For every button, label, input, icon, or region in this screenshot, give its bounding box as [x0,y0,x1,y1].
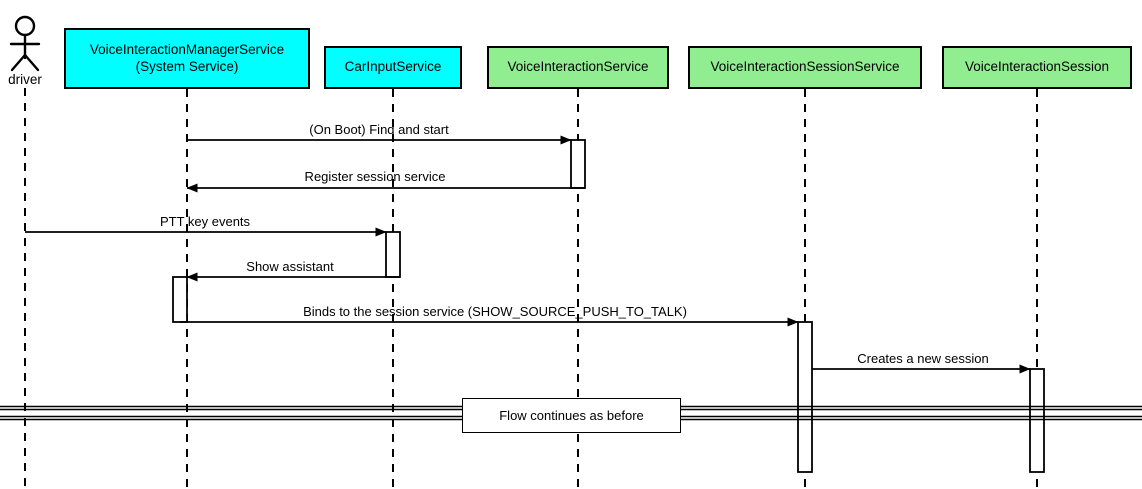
message-label-m5: Binds to the session service (SHOW_SOURC… [303,304,687,319]
participant-box-vims[interactable]: VoiceInteractionManagerService (System S… [64,28,310,89]
actor-head-icon [14,15,36,37]
actor-label: driver [8,72,42,87]
message-arrows-group [25,135,1031,374]
message-label-m4: Show assistant [246,259,334,274]
participant-box-vsess[interactable]: VoiceInteractionSession [942,46,1132,89]
actor-leg-right [23,53,40,72]
activation-bars-group [172,139,1045,473]
activation-bar-vis [570,139,586,189]
participant-box-vis[interactable]: VoiceInteractionService [487,46,669,89]
participant-box-viss[interactable]: VoiceInteractionSessionService [688,46,922,89]
actor-leg-left [10,53,27,72]
divider-note-box: Flow continues as before [462,398,681,433]
participant-label-vsess: VoiceInteractionSession [964,59,1110,75]
participant-box-cis[interactable]: CarInputService [324,46,462,89]
activation-bar-cis [385,231,401,278]
participant-label-viss: VoiceInteractionSessionService [710,59,900,75]
message-label-m3: PTT key events [159,214,251,229]
activation-bar-vims [172,276,188,323]
participant-label-vims: VoiceInteractionManagerService (System S… [89,41,285,74]
participant-label-vis: VoiceInteractionService [507,59,649,75]
message-label-m1: (On Boot) Find and start [309,122,449,137]
activation-bar-vsess [1029,368,1045,473]
actor-stick-figure [9,15,41,72]
message-label-m2: Register session service [304,169,446,184]
activation-bar-viss [797,321,813,473]
divider-note-label: Flow continues as before [499,408,644,423]
message-label-m6: Creates a new session [857,351,989,366]
participant-label-cis: CarInputService [344,59,442,75]
